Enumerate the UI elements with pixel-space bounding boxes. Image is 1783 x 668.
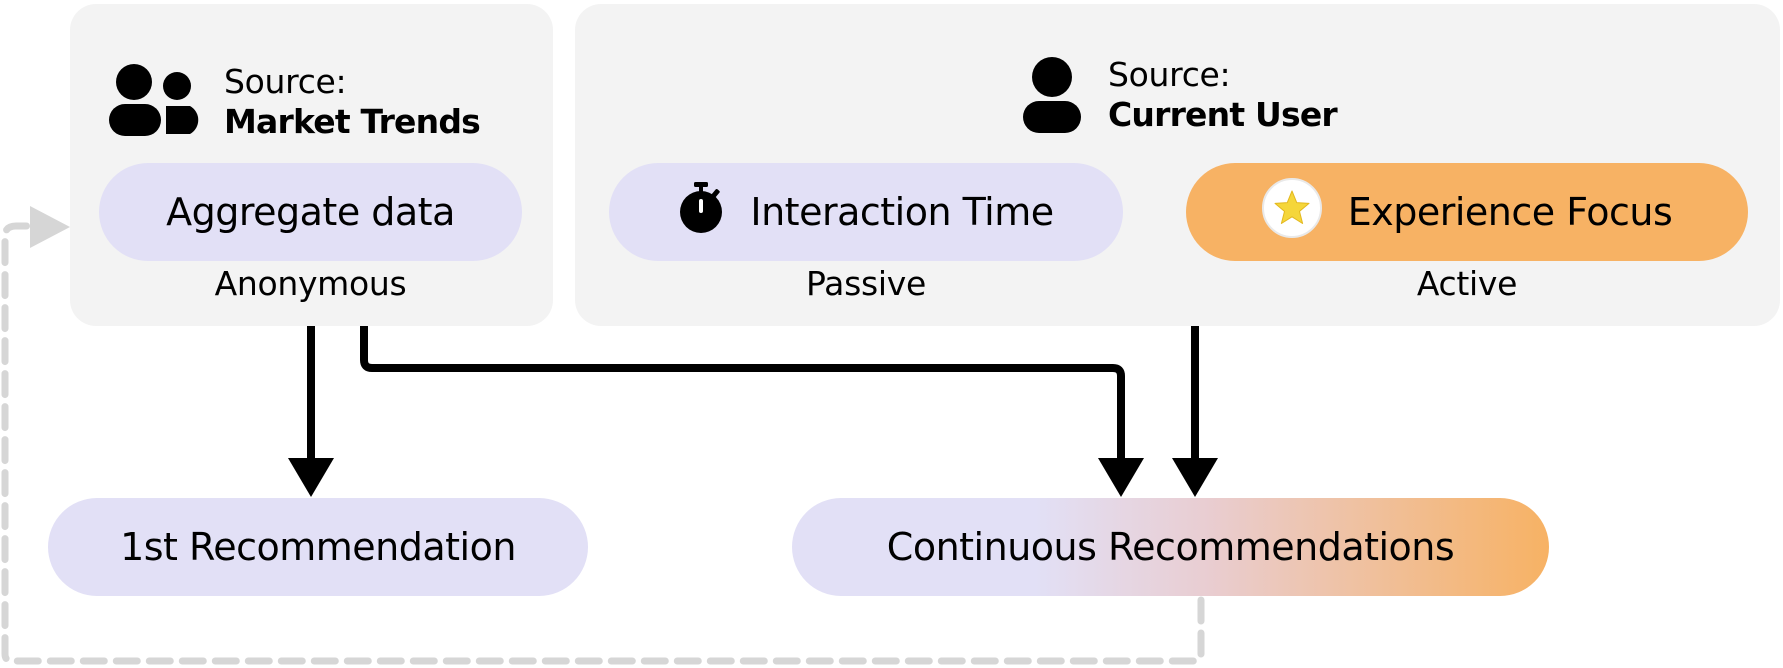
experience-focus-pill: Experience Focus <box>1186 163 1748 261</box>
star-icon <box>1261 177 1322 247</box>
arrowhead-continuous-2 <box>1172 458 1218 497</box>
feedback-arrowhead <box>30 206 70 248</box>
feedback-loop-line <box>1 222 1205 665</box>
first-recommendation-label: 1st Recommendation <box>120 525 516 569</box>
interaction-time-pill: Interaction Time <box>609 163 1123 261</box>
source-label: Source: <box>224 62 347 101</box>
group-icon <box>106 64 200 148</box>
source-value: Current User <box>1108 95 1338 134</box>
aggregate-data-label: Aggregate data <box>166 190 455 234</box>
aggregate-data-pill: Aggregate data <box>99 163 522 261</box>
arrowhead-continuous-1 <box>1098 458 1144 497</box>
source-value: Market Trends <box>224 102 481 141</box>
continuous-recommendations-label: Continuous Recommendations <box>886 525 1455 569</box>
continuous-recommendations-pill: Continuous Recommendations <box>792 498 1549 596</box>
active-caption: Active <box>1416 264 1518 303</box>
passive-caption: Passive <box>806 264 926 303</box>
current-user-source: Source: Current User <box>1108 55 1338 135</box>
anonymous-caption: Anonymous <box>214 264 407 303</box>
first-recommendation-pill: 1st Recommendation <box>48 498 588 596</box>
source-label: Source: <box>1108 55 1231 94</box>
interaction-time-label: Interaction Time <box>750 190 1054 234</box>
stopwatch-icon <box>678 181 724 243</box>
arrowhead-first <box>288 458 334 497</box>
user-icon <box>1022 57 1082 139</box>
experience-focus-label: Experience Focus <box>1347 190 1673 234</box>
arrow-aggregate-to-continuous <box>360 326 1125 462</box>
market-trends-source: Source: Market Trends <box>224 62 481 142</box>
